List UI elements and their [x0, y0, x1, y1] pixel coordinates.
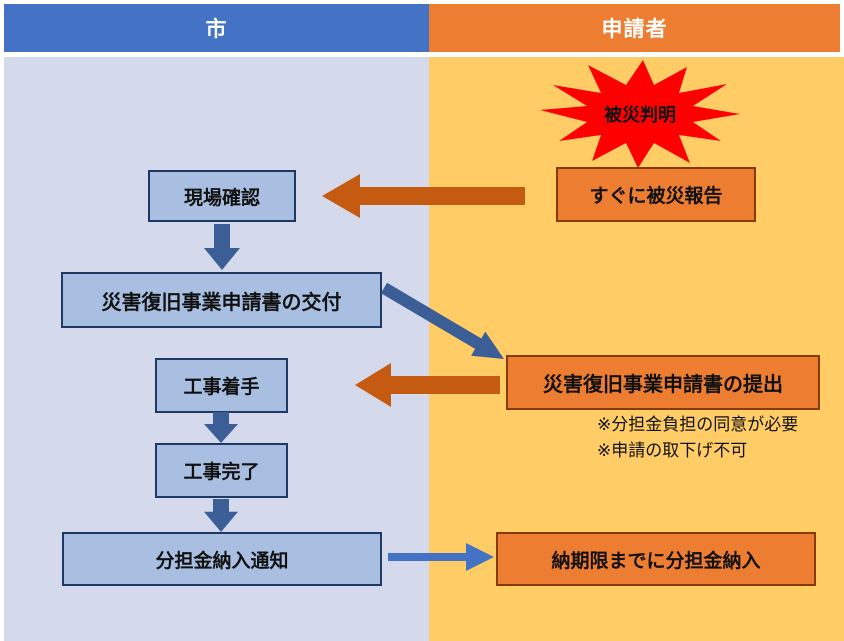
step-pay-by-deadline-label: 納期限までに分担金納入	[551, 550, 761, 572]
lane-header-applicant: 申請者	[429, 4, 840, 52]
starburst-icon	[540, 60, 740, 168]
lane-header-city-label: 市	[205, 18, 228, 41]
submit-notes: ※分担金負担の同意が必要 ※申請の取下げ不可	[597, 412, 798, 464]
step-disaster-report: すぐに被災報告	[556, 167, 756, 222]
arrow-complete-to-notice-icon	[204, 499, 238, 532]
arrow-start-to-complete-icon	[204, 412, 238, 443]
step-payment-notice-label: 分担金納入通知	[155, 550, 289, 572]
lane-header-city: 市	[4, 4, 429, 52]
step-payment-notice: 分担金納入通知	[62, 532, 382, 586]
arrow-report-to-site-check-icon	[322, 174, 525, 218]
step-construction-complete-label: 工事完了	[183, 462, 260, 483]
step-disaster-report-label: すぐに被災報告	[589, 186, 723, 207]
step-grant-application-form-label: 災害復旧事業申請書の交付	[101, 291, 342, 314]
arrow-grant-to-submit-icon	[380, 282, 504, 359]
step-pay-by-deadline: 納期限までに分担金納入	[496, 532, 816, 586]
lane-header-applicant-label: 申請者	[601, 18, 668, 41]
step-site-check-label: 現場確認	[183, 187, 260, 209]
step-grant-application-form: 災害復旧事業申請書の交付	[61, 272, 382, 328]
step-submit-application-form-label: 災害復旧事業申請書の提出	[543, 374, 783, 396]
disaster-burst-label: 被災判明	[604, 105, 676, 125]
step-site-check: 現場確認	[148, 170, 296, 222]
disaster-burst: 被災判明	[535, 58, 745, 170]
step-submit-application-form: 災害復旧事業申請書の提出	[506, 355, 820, 410]
arrow-notice-to-pay-icon	[388, 543, 494, 571]
note-no-withdrawal: ※申請の取下げ不可	[597, 441, 748, 460]
step-construction-start-label: 工事着手	[183, 377, 260, 398]
step-construction-complete: 工事完了	[155, 443, 288, 498]
step-construction-start: 工事着手	[155, 358, 288, 413]
arrow-submit-to-construction-start-icon	[355, 363, 500, 407]
arrow-site-check-to-grant-icon	[204, 224, 240, 270]
note-consent-required: ※分担金負担の同意が必要	[597, 415, 799, 434]
